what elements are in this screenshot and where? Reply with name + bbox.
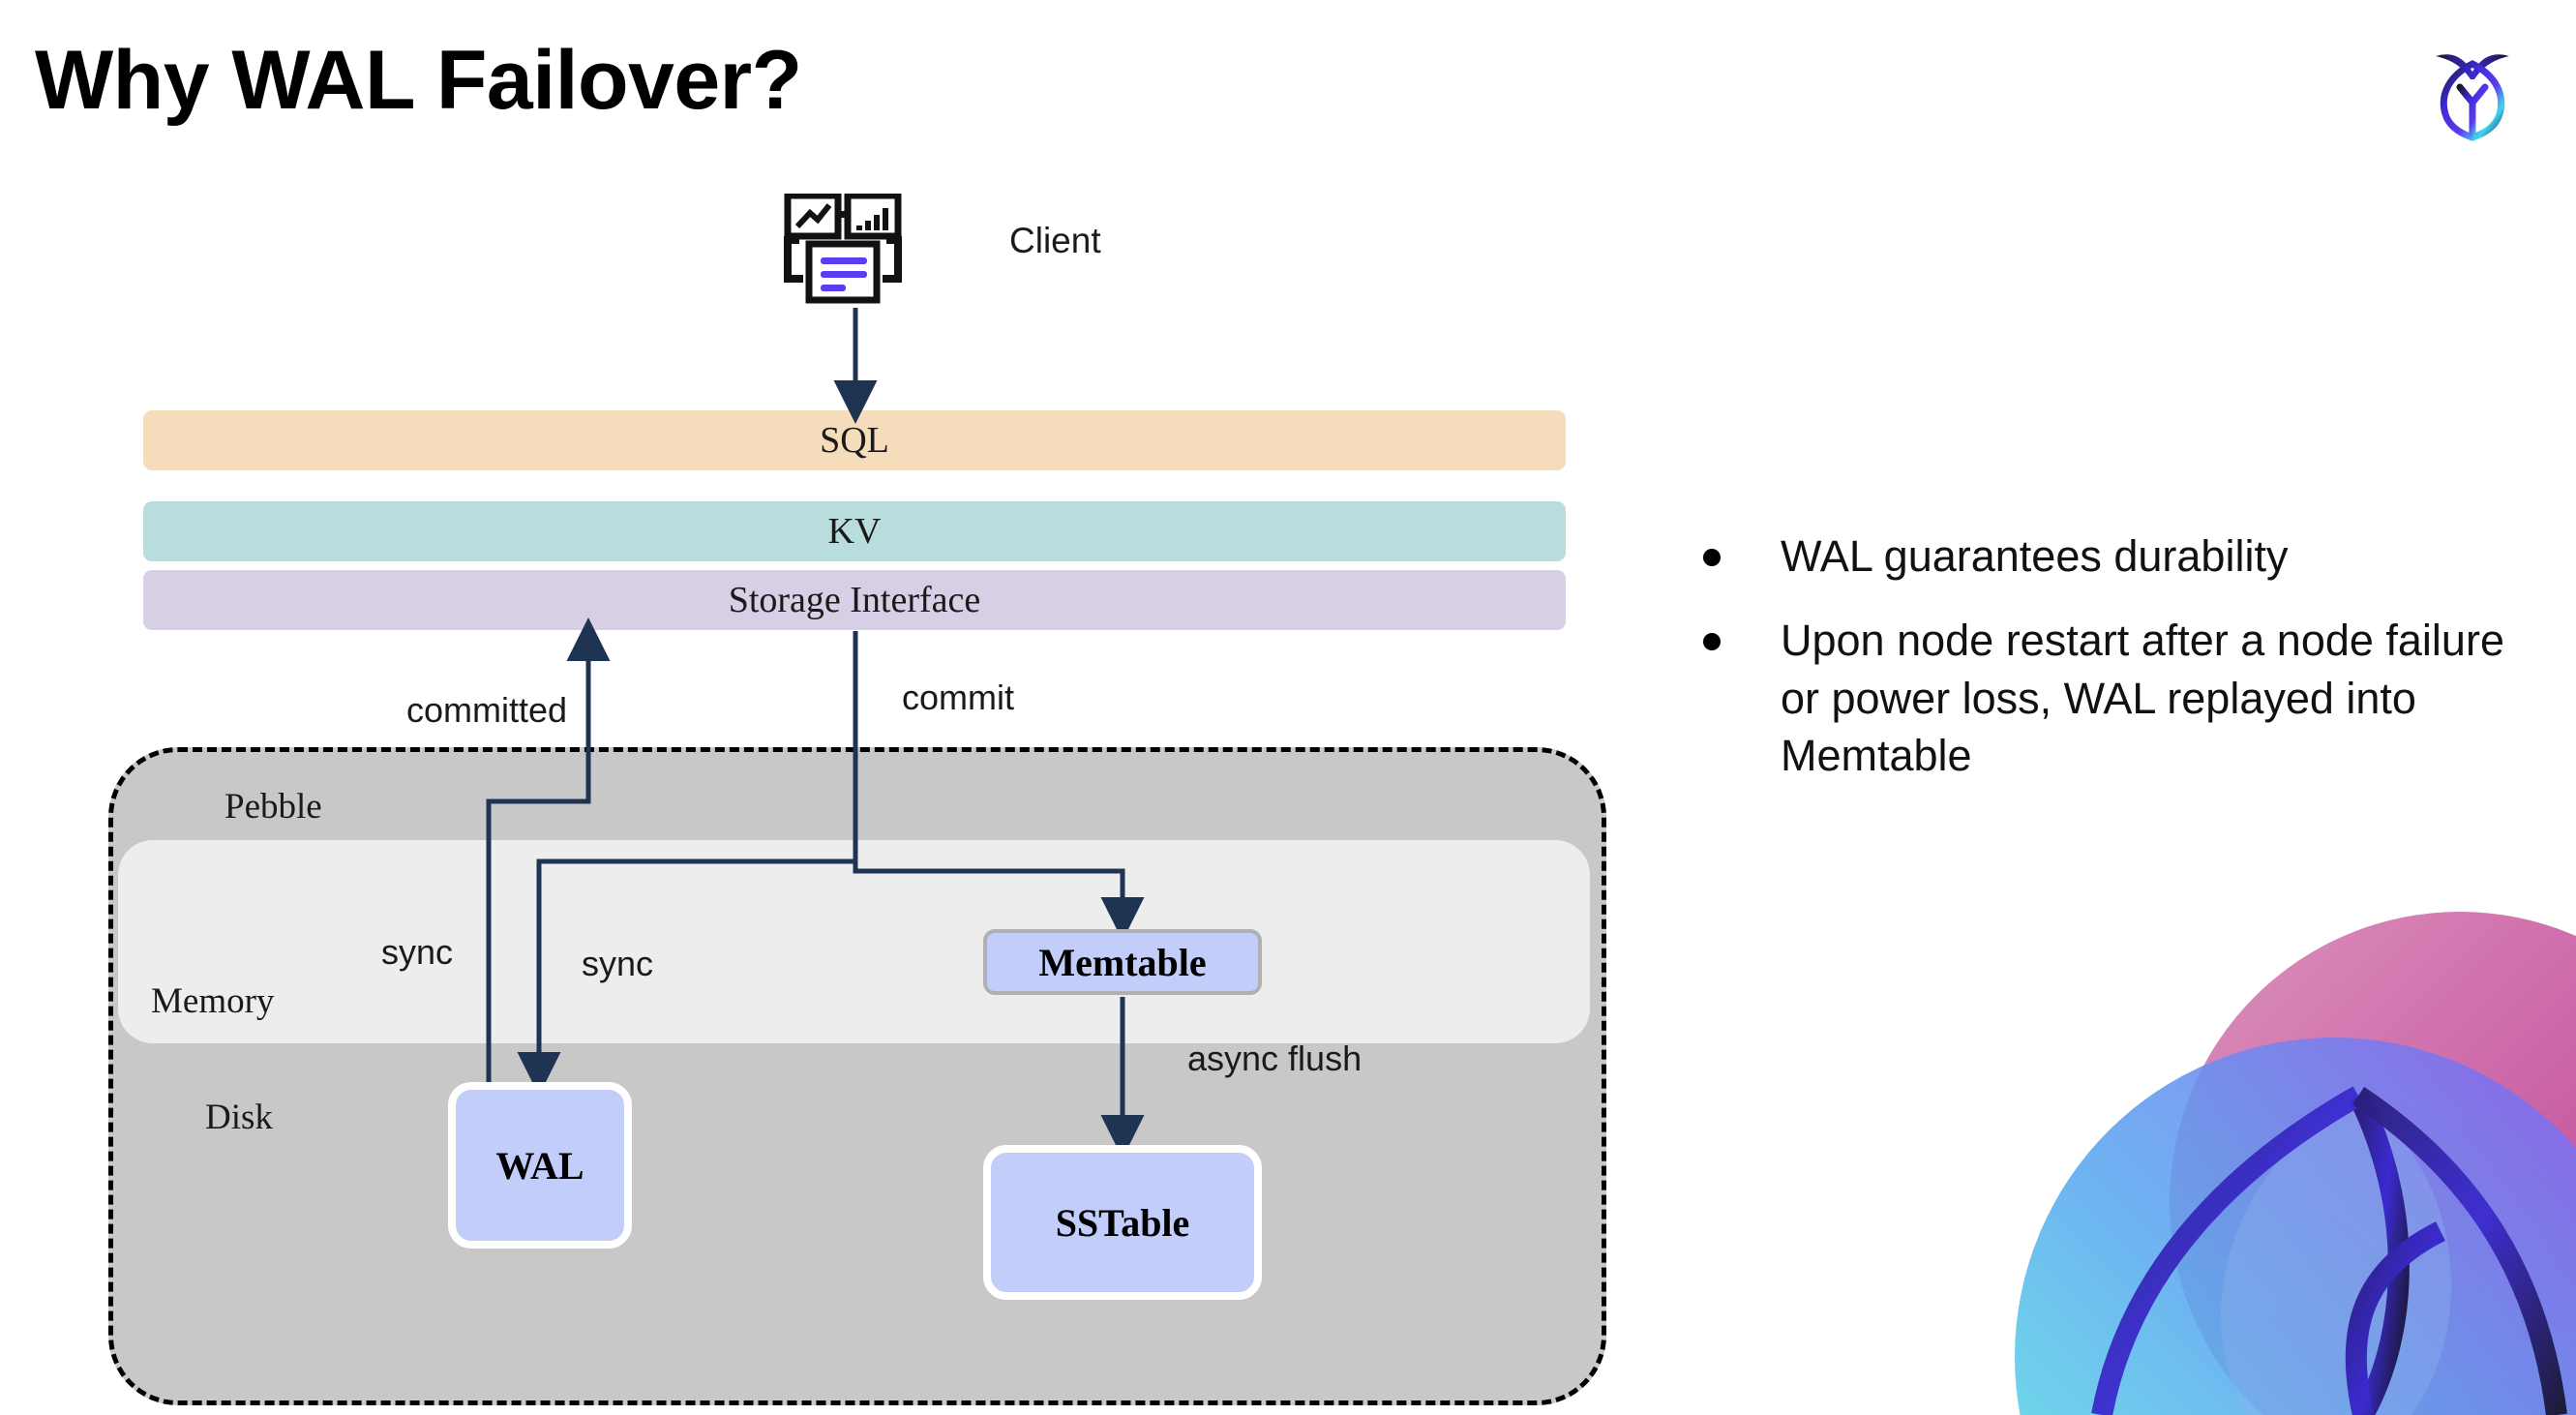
node-wal-label: WAL bbox=[495, 1143, 584, 1188]
bullet-dot-icon bbox=[1703, 633, 1721, 651]
layer-bar-storage-interface: Storage Interface bbox=[143, 570, 1566, 630]
memory-panel bbox=[118, 840, 1590, 1043]
architecture-diagram: Pebble Memory Disk SQL KV Storage Interf… bbox=[108, 192, 1606, 1405]
disk-label: Disk bbox=[205, 1098, 273, 1137]
diagram-connectors bbox=[486, 308, 1145, 1159]
list-item: WAL guarantees durability bbox=[1703, 527, 2535, 585]
edge-label-sync-in: sync bbox=[582, 944, 654, 983]
bullet-text: Upon node restart after a node failure o… bbox=[1781, 616, 2504, 781]
bullet-text: WAL guarantees durability bbox=[1781, 531, 2289, 581]
layer-bar-kv-label: KV bbox=[827, 511, 882, 552]
bullet-dot-icon bbox=[1703, 549, 1721, 566]
bullet-list: WAL guarantees durability Upon node rest… bbox=[1703, 527, 2535, 812]
node-memtable: Memtable bbox=[983, 929, 1262, 995]
edge-label-commit: commit bbox=[902, 677, 1014, 717]
cockroachdb-decorative-artwork bbox=[1957, 912, 2576, 1415]
edge-label-async-flush: async flush bbox=[1187, 1039, 1363, 1078]
node-sstable: SSTable bbox=[983, 1145, 1262, 1300]
pebble-label: Pebble bbox=[225, 787, 322, 827]
client-label: Client bbox=[1009, 221, 1101, 260]
layer-bar-sql-label: SQL bbox=[820, 420, 889, 461]
memory-label: Memory bbox=[151, 981, 275, 1021]
node-wal: WAL bbox=[448, 1082, 632, 1249]
edge-label-committed: committed bbox=[406, 690, 568, 730]
node-sstable-label: SSTable bbox=[1055, 1200, 1190, 1245]
list-item: Upon node restart after a node failure o… bbox=[1703, 612, 2535, 784]
layer-bar-storage-label: Storage Interface bbox=[728, 580, 981, 620]
node-memtable-label: Memtable bbox=[1038, 940, 1207, 984]
cockroachdb-logo-icon bbox=[2414, 31, 2531, 147]
layer-bar-kv: KV bbox=[143, 501, 1566, 561]
client-dashboard-icon bbox=[774, 192, 929, 310]
page-title: Why WAL Failover? bbox=[35, 34, 802, 127]
edge-label-sync-out: sync bbox=[381, 932, 454, 972]
